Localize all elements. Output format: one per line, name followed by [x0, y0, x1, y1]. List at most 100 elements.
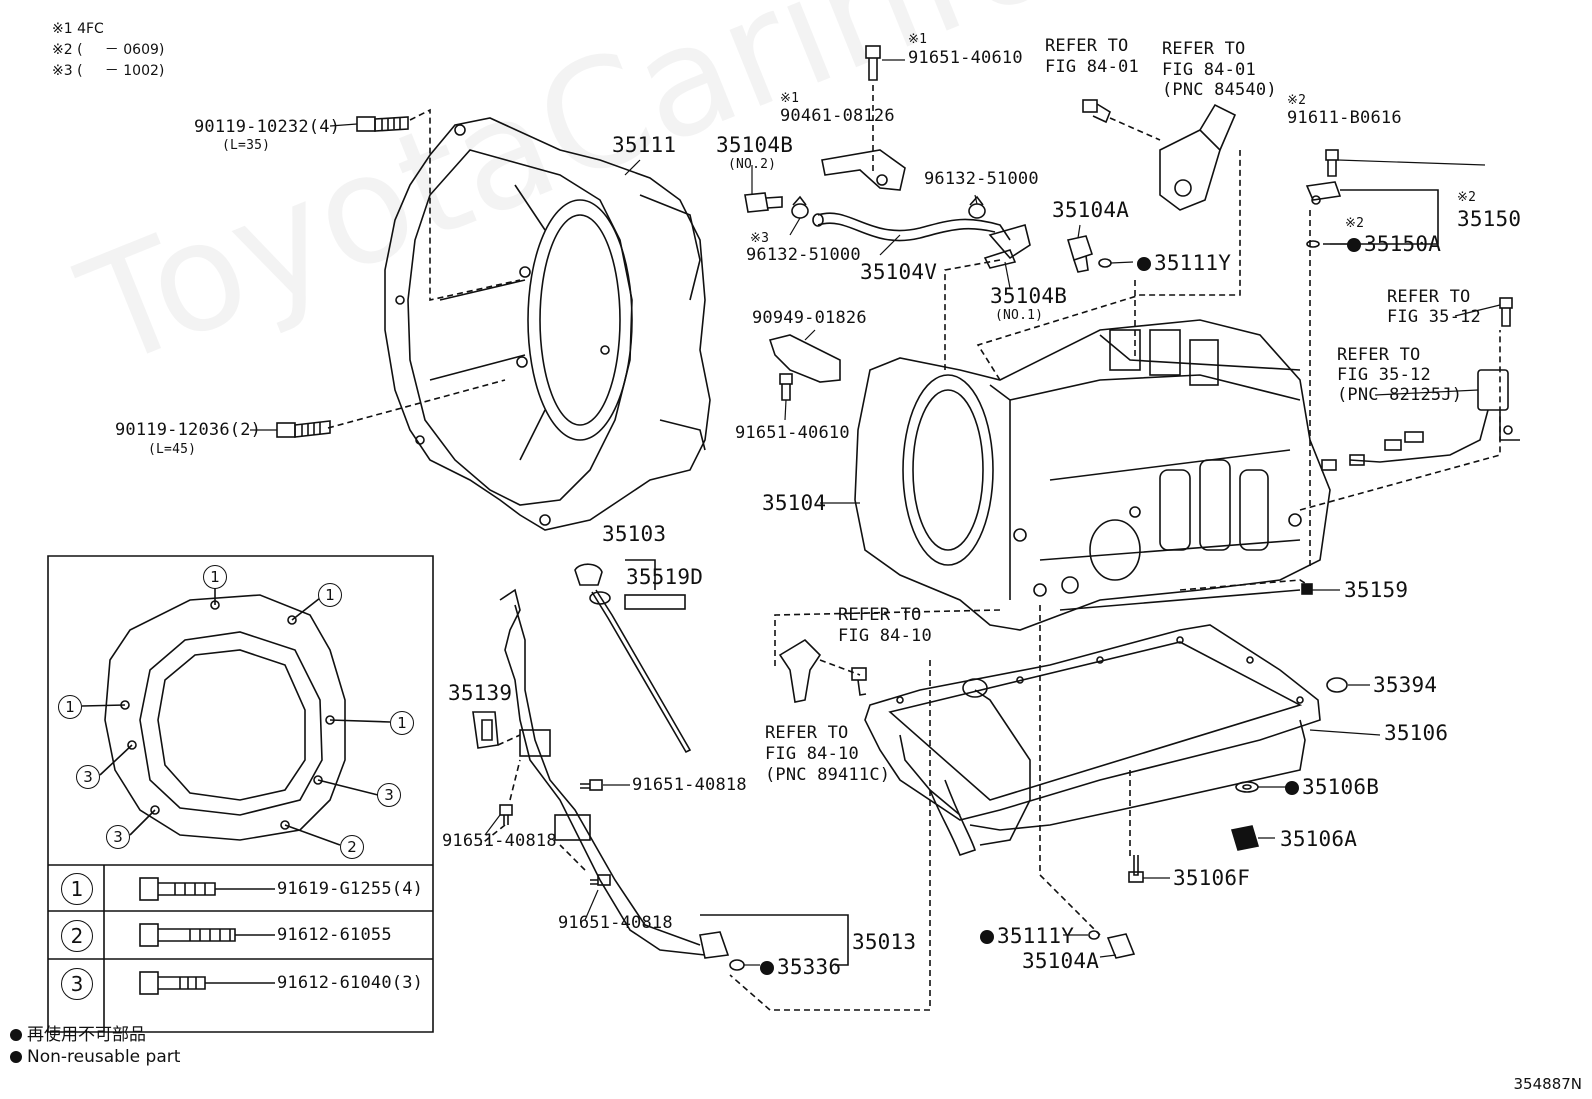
- part-label: 35106A: [1280, 827, 1358, 851]
- leader-35013: [700, 914, 849, 966]
- note-star1: ※1 4FC: [52, 21, 104, 37]
- note-star3: ※3 ( － 1002): [52, 63, 165, 79]
- dash-line: [1039, 605, 1101, 936]
- inset-bolt-1-icon: [139, 877, 275, 901]
- part-label: 35104A: [1022, 949, 1100, 973]
- bell-housing-35111: [384, 117, 711, 531]
- part-label: 91651-40610: [735, 423, 850, 443]
- part-label: ※1: [908, 32, 928, 47]
- part-label: 35104A: [1052, 198, 1130, 222]
- dash-line: [729, 660, 931, 1011]
- dash-line: [1179, 579, 1309, 591]
- oring-35111Y-top-icon: [1098, 258, 1112, 268]
- bullet-icon: [10, 1029, 22, 1041]
- inset-row-part: 91619-G1255(4): [277, 879, 424, 899]
- part-label: 35111Y: [980, 925, 1074, 947]
- bolt-91651-40610-top-icon: [865, 45, 881, 81]
- plug-35104A-top-icon: [1066, 235, 1094, 273]
- part-label: 91651-40818: [632, 775, 747, 795]
- part-label: (L=35): [222, 138, 271, 153]
- inset-callout: 2: [340, 835, 364, 859]
- part-label: 35013: [852, 930, 917, 954]
- plug-35159-icon: [1301, 583, 1313, 595]
- dash-line: [1109, 117, 1161, 141]
- union-35104B-no2-icon: [744, 192, 783, 213]
- part-label: REFER TO: [1337, 345, 1421, 365]
- sensor-fig8401-bolt-icon: [1082, 99, 1111, 124]
- plug-35106A-icon: [1230, 825, 1260, 851]
- dash-line: [944, 259, 1001, 370]
- part-label: 91651-40818: [442, 831, 557, 851]
- dash-line: [497, 734, 521, 746]
- inset-callout: 3: [106, 825, 130, 849]
- bolt-fig3512-icon: [1499, 297, 1513, 327]
- inset-callout: 1: [58, 695, 82, 719]
- part-label: 35519D: [626, 565, 704, 589]
- bolt-35106F-icon: [1128, 855, 1144, 883]
- dipstick-35103: [574, 563, 692, 754]
- part-label: (PNC 89411C): [765, 765, 891, 785]
- bolt-91611-B0616-icon: [1325, 149, 1339, 177]
- bolt-91651-40818-b-icon: [499, 804, 513, 825]
- part-label: REFER TO: [1387, 287, 1471, 307]
- part-label: 35111: [612, 133, 677, 157]
- inset-callout: 1: [318, 583, 342, 607]
- part-label: 35104: [762, 491, 827, 515]
- dash-line: [1299, 330, 1501, 511]
- dash-line: [559, 844, 586, 871]
- oring-35150A-icon: [1306, 240, 1320, 248]
- part-label: 35394: [1373, 673, 1438, 697]
- leader-lines: [250, 59, 1501, 966]
- part-label: 35106B: [1285, 776, 1379, 798]
- part-label: 35106: [1384, 721, 1449, 745]
- bolt-90119-12036-icon: [276, 420, 331, 438]
- part-label: (PNC 82125J): [1337, 385, 1463, 405]
- leader-35150: [1323, 189, 1439, 245]
- label-plate-35519D: [624, 594, 686, 610]
- bolt-91651-40610-mid-icon: [779, 373, 793, 401]
- part-label: 35103: [602, 522, 667, 546]
- part-label: ※2: [1457, 190, 1477, 205]
- part-label: 90119-12036(2): [115, 420, 262, 440]
- part-label: REFER TO: [1162, 39, 1246, 59]
- part-label: REFER TO: [1045, 36, 1129, 56]
- inset-callout: 1: [203, 565, 227, 589]
- bolt-90119-10232-icon: [356, 116, 409, 132]
- part-label: 35150: [1457, 207, 1522, 231]
- part-label: 35159: [1344, 578, 1409, 602]
- legend-en: Non-reusable part: [10, 1046, 180, 1068]
- part-label: (NO.1): [995, 308, 1044, 323]
- gasket-35394-icon: [1326, 677, 1348, 693]
- part-label: FIG 84-01: [1162, 60, 1256, 80]
- part-label: 90949-01826: [752, 308, 867, 328]
- part-label: FIG 84-01: [1045, 57, 1139, 77]
- part-label: ※3: [750, 231, 770, 246]
- bullet-icon: [10, 1051, 22, 1063]
- bolt-91651-40818-c-icon: [590, 874, 611, 886]
- part-label: (PNC 84540): [1162, 80, 1277, 100]
- part-label: ※2: [1345, 216, 1365, 231]
- part-label: 90119-10232(4): [194, 117, 341, 137]
- inset-frame: [47, 555, 434, 1033]
- inset-bolt-2-icon: [139, 923, 275, 947]
- leader-35103: [625, 559, 656, 590]
- part-label: 91651-40818: [558, 913, 673, 933]
- figure-id: 354887N: [1513, 1075, 1582, 1093]
- part-label: FIG 35-12: [1337, 365, 1431, 385]
- part-label: 35336: [760, 956, 841, 978]
- inset-row-part: 91612-61040(3): [277, 973, 424, 993]
- dash-line: [976, 150, 1241, 381]
- part-label: FIG 84-10: [765, 744, 859, 764]
- inset-callout: 3: [76, 765, 100, 789]
- clip-96132-51000-icon: [791, 195, 809, 219]
- part-label: 35139: [448, 681, 513, 705]
- transmission-case-35104: [854, 319, 1331, 631]
- legend-jp: 再使用不可部品: [10, 1024, 146, 1046]
- part-label: 35111Y: [1137, 252, 1231, 274]
- part-label: (L=45): [148, 442, 197, 457]
- inset-housing-outline: [81, 575, 391, 846]
- dash-line: [819, 659, 861, 676]
- inset-callout: 1: [390, 711, 414, 735]
- inset-row-num: 1: [61, 873, 93, 905]
